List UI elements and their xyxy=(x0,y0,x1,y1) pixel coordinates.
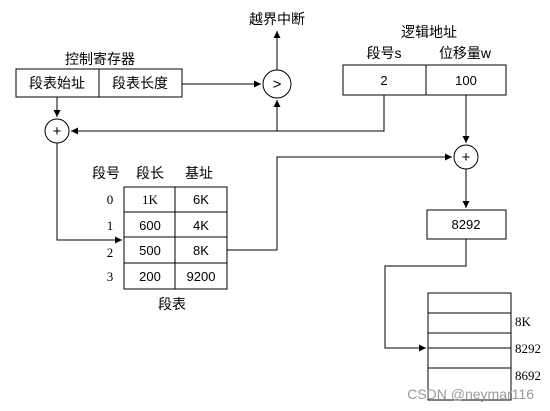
comparator-symbol: > xyxy=(273,76,282,93)
row-base: 6K xyxy=(193,192,209,207)
arrow-adder-to-table-row xyxy=(56,143,122,244)
header-base: 基址 xyxy=(185,165,213,181)
header-seg-length: 段长 xyxy=(136,165,164,181)
row-seg-number: 1 xyxy=(107,218,114,233)
row-seg-number: 0 xyxy=(107,192,114,207)
logical-address-register: 2 100 xyxy=(342,64,507,96)
segment-table-title: 段表 xyxy=(158,296,186,312)
offset-value: 100 xyxy=(455,73,477,88)
arrow-base-to-right-adder xyxy=(227,153,452,251)
header-seg-number: 段号 xyxy=(92,165,120,181)
memory-mark-8292: 8292 xyxy=(515,341,541,356)
row-seg-number: 3 xyxy=(107,269,114,284)
physical-address-value: 8292 xyxy=(452,217,481,232)
csdn-watermark: CSDN @neymar116 xyxy=(407,386,534,402)
row-length: 200 xyxy=(139,269,161,284)
memory-mark-8k: 8K xyxy=(515,314,532,329)
adder-right-symbol: + xyxy=(462,149,471,166)
segment-table: 段号 段长 基址 0 1K 6K 1 600 4K 2 500 8K 3 200… xyxy=(92,165,228,312)
adder-left-symbol: + xyxy=(53,123,62,140)
arrow-segment-to-adder xyxy=(71,95,385,135)
table-length-field: 段表长度 xyxy=(112,75,168,91)
offset-label: 位移量w xyxy=(439,45,492,61)
physical-address-box xyxy=(426,209,507,240)
row-base: 8K xyxy=(193,243,209,258)
memory-box xyxy=(427,292,512,401)
row-seg-number: 2 xyxy=(107,245,114,260)
table-base-field: 段表始址 xyxy=(29,75,85,91)
control-register-title: 控制寄存器 xyxy=(65,51,135,67)
row-base: 9200 xyxy=(187,269,216,284)
overflow-interrupt-label: 越界中断 xyxy=(249,11,305,27)
row-length: 600 xyxy=(139,218,161,233)
segment-number-value: 2 xyxy=(380,73,387,88)
row-length: 1K xyxy=(142,192,159,207)
control-register: 段表始址 段表长度 xyxy=(15,68,183,98)
connectors xyxy=(53,31,470,352)
memory-block: 8K 8292 8692 xyxy=(427,292,541,401)
logical-address-box xyxy=(342,64,507,96)
row-base: 4K xyxy=(193,218,209,233)
memory-mark-8692: 8692 xyxy=(515,368,541,383)
segment-number-label: 段号s xyxy=(367,45,402,61)
arrow-physical-to-memory xyxy=(384,239,467,352)
logical-address-title: 逻辑地址 xyxy=(401,24,457,40)
row-length: 500 xyxy=(139,243,161,258)
